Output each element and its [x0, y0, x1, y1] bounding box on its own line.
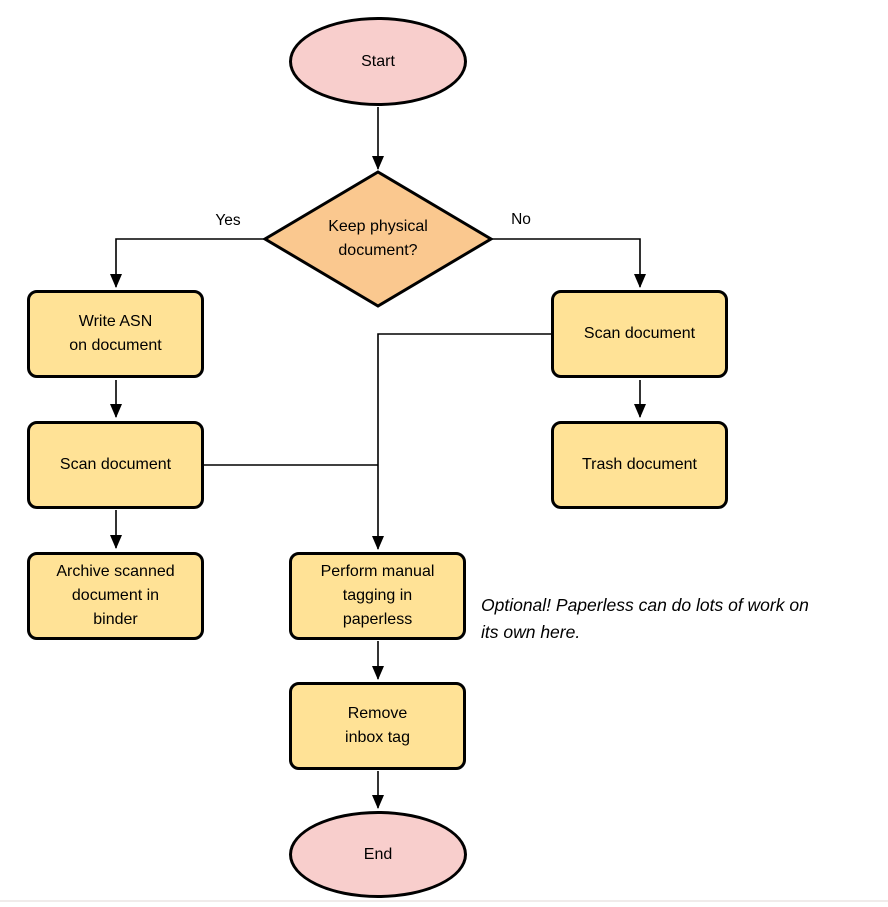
node-write-asn-line: Write ASN [78, 313, 153, 330]
node-manual-tagging-line: Perform manual [320, 563, 435, 580]
edge-label-no: No [511, 211, 531, 228]
optional-annotation: Optional! Paperless can do lots of work … [481, 592, 888, 646]
optional-annotation-line: its own here. [481, 622, 581, 642]
decision-label-line: document? [338, 242, 418, 259]
node-decision-label: Keep physical document? [289, 208, 467, 270]
node-archive-binder-line: Archive scanned [56, 563, 175, 580]
node-archive-binder-line: binder [93, 611, 138, 628]
node-start-label: Start [361, 52, 395, 70]
bottom-divider [0, 900, 888, 902]
node-manual-tagging-line: tagging in [342, 587, 413, 604]
node-write-asn: Write ASN on document [27, 290, 204, 378]
node-manual-tagging-line: paperless [342, 611, 413, 628]
node-archive-binder-line: document in [71, 587, 160, 604]
node-trash-document-label: Trash document [581, 456, 697, 473]
node-scan-document-left-label: Scan document [59, 456, 172, 473]
node-remove-inbox-tag: Remove inbox tag [289, 682, 466, 770]
node-remove-inbox-tag-line: Remove [347, 705, 408, 722]
edge-label-yes: Yes [215, 212, 241, 229]
node-write-asn-line: on document [69, 337, 162, 354]
node-manual-tagging: Perform manual tagging in paperless [289, 552, 466, 640]
edge-decision-yes-to-write-asn [110, 238, 266, 288]
node-remove-inbox-tag-line: inbox tag [345, 729, 410, 746]
decision-label-line: Keep physical [328, 218, 428, 235]
optional-annotation-line: Optional! Paperless can do lots of work … [481, 595, 809, 615]
node-archive-binder: Archive scanned document in binder [27, 552, 204, 640]
node-end: End [289, 811, 467, 898]
node-start: Start [289, 17, 467, 106]
edge-scan-right-to-tagging [372, 333, 552, 550]
edge-decision-no-to-scan-right [490, 238, 646, 288]
node-scan-document-left: Scan document [27, 421, 204, 509]
node-scan-document-right: Scan document [551, 290, 728, 378]
node-trash-document: Trash document [551, 421, 728, 509]
node-scan-document-right-label: Scan document [583, 325, 696, 342]
node-end-label: End [363, 845, 393, 863]
decision-diamond-shape [262, 170, 494, 308]
